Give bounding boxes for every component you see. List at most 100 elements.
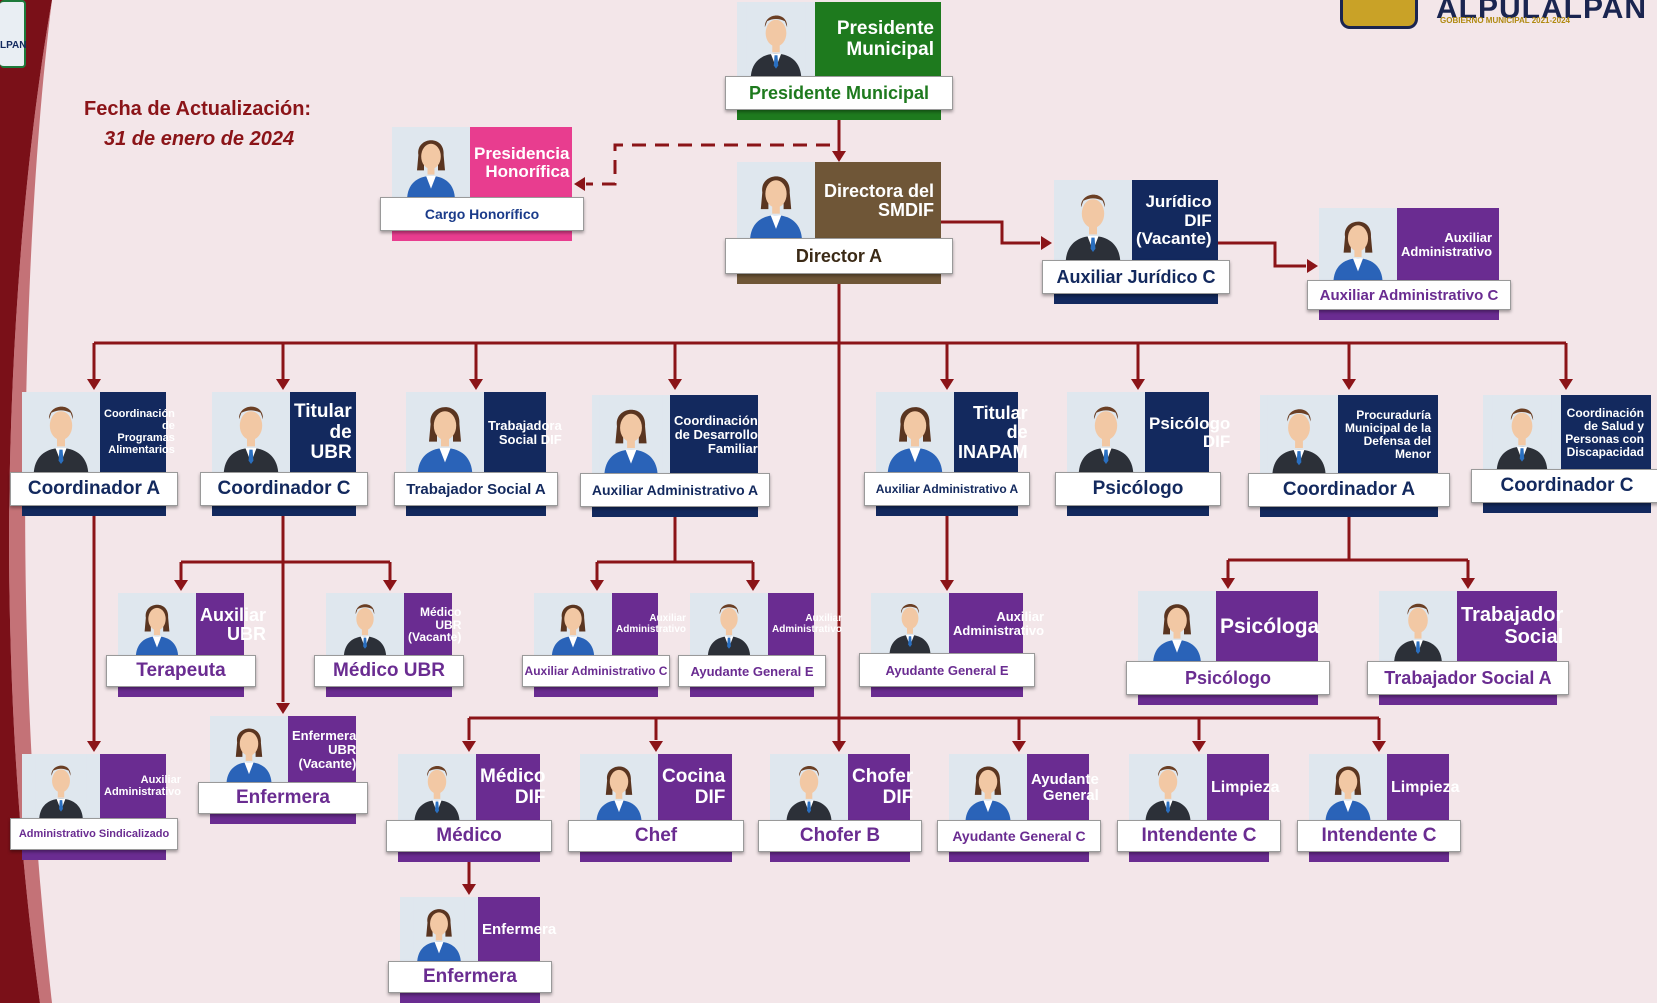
node-header: Auxiliar UBR	[118, 593, 266, 655]
node-position-label: Auxiliar Administrativo C	[1307, 280, 1511, 310]
male-avatar-icon-graphic	[1074, 392, 1138, 472]
org-node-titular-ubr: Titular de UBR Coordinador C	[200, 392, 368, 516]
node-title: Chofer DIF	[852, 766, 914, 808]
female-avatar-icon-graphic	[599, 395, 663, 473]
node-header: Ayudante General	[949, 754, 1099, 820]
female-avatar-icon	[406, 392, 484, 472]
male-avatar-icon-graphic	[886, 593, 934, 653]
female-avatar-icon	[1309, 754, 1387, 820]
node-header: Enfermera UBR (Vacante)	[210, 716, 356, 782]
node-position-label: Médico UBR	[314, 655, 464, 687]
node-title: Titular de UBR	[294, 401, 352, 464]
arrowhead-icon	[649, 741, 663, 752]
male-avatar-icon-graphic	[219, 392, 283, 472]
female-avatar-icon-graphic	[883, 392, 947, 472]
node-title: Ayudante General	[1031, 770, 1099, 804]
node-position-label: Coordinador C	[200, 472, 368, 506]
node-position-label: Director A	[725, 238, 953, 274]
node-title: Médico DIF	[480, 766, 546, 808]
female-avatar-icon-graphic	[1321, 754, 1375, 820]
male-avatar-icon	[1129, 754, 1207, 820]
male-avatar-icon	[690, 593, 768, 655]
male-avatar-icon-graphic	[340, 593, 390, 655]
male-avatar-icon-graphic	[35, 754, 87, 818]
female-avatar-icon	[1138, 591, 1216, 661]
male-avatar-icon	[770, 754, 848, 820]
node-title: Trabajador Social	[1461, 604, 1564, 648]
arrowhead-icon	[174, 580, 188, 591]
arrowhead-icon	[1041, 236, 1052, 250]
male-avatar-icon	[1483, 395, 1561, 469]
node-position-label: Ayudante General E	[678, 655, 826, 687]
arrowhead-icon	[276, 379, 290, 390]
male-avatar-icon	[212, 392, 290, 472]
female-avatar-icon	[592, 395, 670, 473]
female-avatar-icon-graphic	[1149, 591, 1205, 661]
arrowhead-icon	[668, 379, 682, 390]
node-position-label: Auxiliar Administrativo A	[864, 472, 1030, 506]
node-title: Trabajadora Social DIF	[488, 417, 562, 447]
male-avatar-icon	[326, 593, 404, 655]
node-header: Psicóloga	[1138, 591, 1319, 661]
female-avatar-icon-graphic	[548, 593, 598, 655]
node-position-label: Psicólogo	[1126, 661, 1330, 695]
arrowhead-icon	[1192, 741, 1206, 752]
node-position-label: Trabajador Social A	[394, 472, 558, 506]
node-title: Psicóloga	[1220, 614, 1320, 638]
node-title: Auxiliar UBR	[200, 604, 267, 644]
node-title: Auxiliar Administrativo	[1401, 229, 1493, 259]
arrowhead-icon	[1372, 741, 1386, 752]
node-header: Médico DIF	[398, 754, 545, 820]
node-title: Enfermera UBR (Vacante)	[292, 727, 357, 772]
female-avatar-icon-graphic	[403, 127, 459, 197]
node-position-label: Psicólogo	[1055, 472, 1221, 506]
arrowhead-icon	[590, 580, 604, 591]
male-avatar-icon-graphic	[746, 2, 806, 76]
male-avatar-icon-graphic	[1141, 754, 1195, 820]
node-header: Presidencia Honorífica	[392, 127, 572, 197]
node-position-label: Coordinador A	[10, 472, 178, 506]
logo-title: ALPULALPAN	[1436, 0, 1648, 25]
shield-emblem-icon	[1340, 0, 1418, 29]
male-avatar-icon	[737, 2, 815, 76]
arrowhead-icon	[1461, 578, 1475, 589]
arrowhead-icon	[383, 580, 397, 591]
arrowhead-icon	[1559, 379, 1573, 390]
male-avatar-icon-graphic	[704, 593, 754, 655]
node-title: Procuraduría Municipal de la Defensa del…	[1344, 408, 1431, 461]
node-header: Coordinación de Salud y Personas con Dis…	[1483, 395, 1651, 469]
female-avatar-icon	[118, 593, 196, 655]
female-avatar-icon	[392, 127, 470, 197]
female-avatar-icon	[1319, 208, 1397, 280]
node-position-label: Intendente C	[1117, 820, 1281, 852]
node-header: Limpieza	[1129, 754, 1279, 820]
male-avatar-icon	[22, 392, 100, 472]
male-avatar-icon-graphic	[1267, 395, 1331, 473]
arrowhead-icon	[469, 379, 483, 390]
female-avatar-icon-graphic	[132, 593, 182, 655]
corner-logo-badge: LPAN	[0, 0, 26, 68]
node-position-label: Auxiliar Administrativo A	[580, 473, 770, 507]
node-position-label: Chef	[568, 820, 744, 852]
node-position-label: Auxiliar Administrativo C	[522, 655, 670, 687]
arrowhead-icon	[832, 151, 846, 162]
node-header: Trabajador Social	[1379, 591, 1563, 661]
dashed-connector-line	[586, 143, 830, 186]
update-date: 31 de enero de 2024	[104, 128, 295, 150]
node-position-label: Enfermera	[198, 782, 368, 814]
arrowhead-icon	[1012, 741, 1026, 752]
connector-line	[941, 220, 1040, 245]
node-title: Auxiliar Administrativo	[772, 613, 843, 635]
male-avatar-icon-graphic	[410, 754, 464, 820]
male-avatar-icon	[1379, 591, 1457, 661]
